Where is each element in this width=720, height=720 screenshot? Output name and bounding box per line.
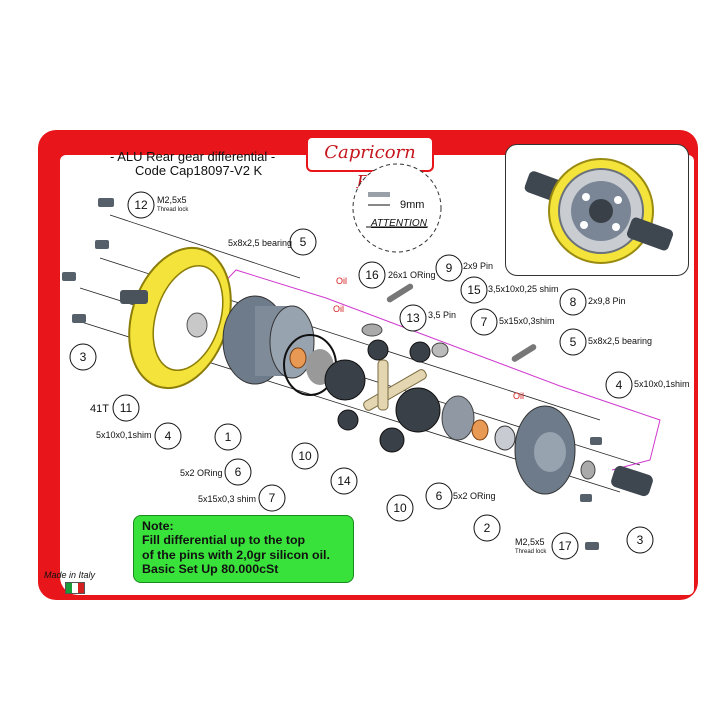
- note-line-1: Fill differential up to the top: [142, 533, 306, 548]
- desc-8: 2x9,8 Pin: [588, 296, 626, 306]
- desc-13: 3,5 Pin: [428, 310, 456, 320]
- desc-4a: 5x10x0,1shim: [634, 379, 690, 389]
- callout-9: 9: [446, 261, 453, 275]
- desc-4b: 5x10x0,1shim: [96, 430, 152, 440]
- callout-10b: 10: [393, 501, 407, 515]
- callout-12: 12: [134, 198, 148, 212]
- assembled-preview: [505, 144, 689, 276]
- italy-flag-icon: [65, 582, 85, 594]
- callout-13: 13: [406, 311, 420, 325]
- screws-left: [62, 198, 114, 323]
- desc-7b: 5x15x0,3 shim: [198, 494, 256, 504]
- desc-7a: 5x15x0,3shim: [499, 316, 555, 326]
- oil-label-2: Oil: [333, 304, 344, 314]
- callout-3a: 3: [80, 350, 87, 364]
- callout-4a: 4: [616, 378, 623, 392]
- callout-15: 15: [467, 283, 481, 297]
- attention-label: ATTENTION: [370, 218, 428, 229]
- callout-2: 2: [484, 521, 491, 535]
- callout-10a: 10: [298, 449, 312, 463]
- callout-1: 1: [225, 430, 232, 444]
- desc-5a: 5x8x2,5 bearing: [228, 238, 292, 248]
- callout-8: 8: [570, 295, 577, 309]
- callout-5a: 5: [300, 235, 307, 249]
- bevel-gears: [324, 339, 441, 453]
- note-line-3: Basic Set Up 80.000cSt: [142, 562, 279, 577]
- note-line-2: of the pins with 2,0gr silicon oil.: [142, 547, 330, 562]
- guide-line: [214, 269, 661, 471]
- page-title: - ALU Rear gear differential -: [110, 149, 276, 164]
- desc-16: 26x1 ORing: [388, 270, 436, 280]
- callout-14: 14: [337, 474, 351, 488]
- callout-16: 16: [365, 268, 379, 282]
- desc-12: M2,5x5: [157, 195, 187, 205]
- desc-6b: 5x2 ORing: [453, 491, 496, 501]
- desc-5b: 5x8x2,5 bearing: [588, 336, 652, 346]
- callout-11: 11: [120, 401, 133, 415]
- oil-label-1: Oil: [336, 276, 347, 286]
- cover-assembly: [431, 342, 653, 497]
- attention-detail: 9mm ATTENTION: [352, 163, 442, 253]
- desc-11: 41T: [90, 403, 109, 415]
- callout-circles: [69, 191, 654, 560]
- diff-housing: [222, 295, 315, 385]
- callout-4b: 4: [165, 429, 172, 443]
- desc-17: M2,5x5: [515, 537, 545, 547]
- desc-15: 3,5x10x0,25 shim: [488, 284, 559, 294]
- desc-12-sub: Thread lock: [157, 207, 189, 213]
- desc-17-sub: Thread lock: [515, 549, 547, 555]
- screws-right: [580, 437, 602, 550]
- callout-6a: 6: [235, 465, 242, 479]
- ring-gear-41t: [120, 246, 232, 390]
- made-in-label: Made in Italy: [44, 570, 96, 580]
- callout-6b: 6: [436, 489, 443, 503]
- callout-7b: 7: [269, 491, 276, 505]
- callout-17: 17: [558, 539, 572, 553]
- desc-9: 2x9 Pin: [463, 261, 493, 271]
- note-title: Note:: [142, 519, 174, 533]
- assembled-differential-image: [524, 158, 674, 264]
- cross-pins: [363, 283, 537, 411]
- part-code: Code Cap18097-V2 K: [135, 163, 263, 178]
- oil-label-3: Oil: [513, 391, 524, 401]
- desc-6a: 5x2 ORing: [180, 468, 223, 478]
- callout-5b: 5: [570, 335, 577, 349]
- callout-3b: 3: [637, 533, 644, 547]
- callout-7a: 7: [481, 315, 488, 329]
- note-box: Note: Fill differential up to the top of…: [133, 515, 354, 583]
- attention-dimension: 9mm: [400, 199, 424, 211]
